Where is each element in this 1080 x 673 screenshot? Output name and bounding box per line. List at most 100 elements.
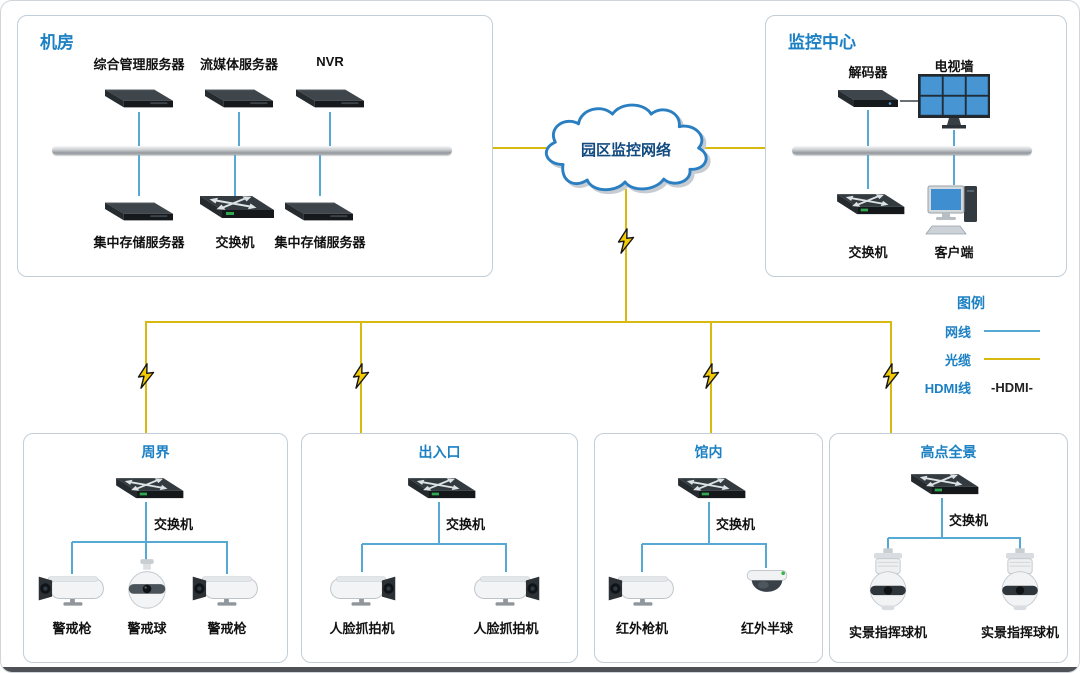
device-label: NVR <box>316 54 344 69</box>
fiber-line-cloud-left <box>491 147 549 149</box>
zone-panel-hall: 馆内 交换机 红外枪机 红外半球 <box>594 433 823 663</box>
ethernet-line <box>145 502 147 542</box>
ethernet-line <box>887 538 889 550</box>
device-label: 客户端 <box>934 245 974 260</box>
device-label: 集中存储服务器 <box>274 235 366 250</box>
legend-sample <box>983 330 1041 332</box>
switch-label: 交换机 <box>154 517 194 532</box>
ethernet-line-sample <box>984 330 1040 332</box>
camera-label: 红外枪机 <box>615 621 669 636</box>
ethernet-line <box>438 502 440 544</box>
ethernet-line <box>1019 538 1021 550</box>
nvr-icon <box>287 80 373 114</box>
camera-label: 实景指挥球机 <box>980 625 1060 640</box>
ethernet-line <box>72 541 228 543</box>
fiber-distribution-line <box>145 321 892 323</box>
monitor-center-title: 监控中心 <box>788 33 856 52</box>
camera-label: 警戒枪 <box>52 621 92 636</box>
lightning-icon <box>137 363 155 389</box>
storage-server-icon <box>276 193 362 227</box>
device-label: 集中存储服务器 <box>93 235 185 250</box>
media-server-icon <box>196 80 282 114</box>
ethernet-line <box>941 498 943 538</box>
lightning-icon <box>617 228 635 254</box>
server-room-panel: 机房 综合管理服务器 流媒体服务器 NVR 集中存储服务器 交换机 集中存储服务… <box>17 15 493 277</box>
device-label: 综合管理服务器 <box>93 57 185 72</box>
camera-label: 实景指挥球机 <box>848 625 928 640</box>
bullet-camera-icon <box>324 570 400 608</box>
ethernet-line <box>138 155 140 196</box>
ethernet-line <box>888 537 1021 539</box>
management-server-icon <box>96 80 182 114</box>
zone-title: 馆内 <box>694 444 723 460</box>
legend-label: HDMI线 <box>924 380 971 396</box>
legend-sample <box>983 358 1041 360</box>
zone-title: 周界 <box>141 444 170 460</box>
legend-row-fiber: 光缆 <box>885 349 1041 369</box>
ethernet-line <box>867 155 869 189</box>
hdmi-line <box>900 100 922 102</box>
speed-dome-camera-icon <box>991 548 1049 616</box>
zone-panel-panorama: 高点全景 交换机 实景指挥球机 实景指挥球机 <box>829 433 1068 663</box>
switch-label: 交换机 <box>446 517 486 532</box>
bullet-camera-icon <box>188 570 264 608</box>
device-label: 交换机 <box>215 235 255 250</box>
monitor-center-panel: 监控中心 解码器 电视墙 交换机 客户端 <box>765 15 1067 277</box>
backbone-bus-bar <box>792 146 1032 155</box>
ethernet-line <box>145 542 147 562</box>
bullet-camera-icon <box>34 570 110 608</box>
ethernet-line <box>953 155 955 185</box>
legend-row-ethernet: 网线 <box>885 321 1041 341</box>
client-pc-icon <box>924 182 982 238</box>
zone-panel-perimeter: 周界 交换机 警戒枪 警戒球 警戒枪 <box>23 433 288 663</box>
ethernet-line <box>138 112 140 148</box>
tv-wall-icon <box>916 72 992 132</box>
device-label: 解码器 <box>848 65 888 80</box>
ethernet-line <box>765 544 767 568</box>
fiber-line-sample <box>984 358 1040 360</box>
ethernet-line <box>362 543 507 545</box>
fiber-line-cloud-right <box>699 147 765 149</box>
ethernet-line <box>319 155 321 196</box>
legend-label: 光缆 <box>944 352 971 368</box>
ethernet-line <box>238 112 240 148</box>
bullet-camera-icon <box>468 570 544 608</box>
ethernet-line <box>642 543 767 545</box>
hdmi-line-sample: -HDMI- <box>991 379 1033 395</box>
ethernet-line <box>71 542 73 574</box>
ethernet-line <box>867 110 869 146</box>
switch-icon <box>828 186 908 224</box>
network-cloud-label: 园区监控网络 <box>580 142 671 159</box>
legend-title: 图例 <box>957 295 985 311</box>
ethernet-line <box>708 502 710 544</box>
mini-dome-camera-icon <box>739 566 795 602</box>
legend-label: 网线 <box>944 324 971 340</box>
decoder-icon <box>832 82 904 112</box>
storage-server-icon <box>96 193 182 227</box>
speed-dome-camera-icon <box>859 548 917 616</box>
ethernet-line <box>505 544 507 572</box>
lightning-icon <box>352 363 370 389</box>
ethernet-line <box>953 130 955 146</box>
device-label: 流媒体服务器 <box>199 57 279 72</box>
server-room-title: 机房 <box>40 33 74 52</box>
camera-label: 人脸抓拍机 <box>473 621 539 636</box>
device-label: 交换机 <box>848 245 888 260</box>
fiber-line-cloud-stem <box>625 189 627 322</box>
device-label: 电视墙 <box>934 59 974 74</box>
switch-label: 交换机 <box>716 517 756 532</box>
ethernet-line <box>329 112 331 148</box>
switch-icon <box>107 470 187 508</box>
ethernet-line <box>226 542 228 574</box>
legend-row-hdmi: HDMI线 -HDMI- <box>885 377 1041 397</box>
camera-label: 警戒枪 <box>207 621 247 636</box>
ethernet-line <box>234 155 236 196</box>
legend-sample: -HDMI- <box>983 380 1041 395</box>
ptz-ball-camera-icon <box>123 558 171 616</box>
camera-label: 人脸抓拍机 <box>329 621 395 636</box>
switch-icon <box>190 188 278 228</box>
camera-label: 红外半球 <box>740 621 794 636</box>
zone-title: 高点全景 <box>920 444 977 460</box>
switch-label: 交换机 <box>949 513 989 528</box>
